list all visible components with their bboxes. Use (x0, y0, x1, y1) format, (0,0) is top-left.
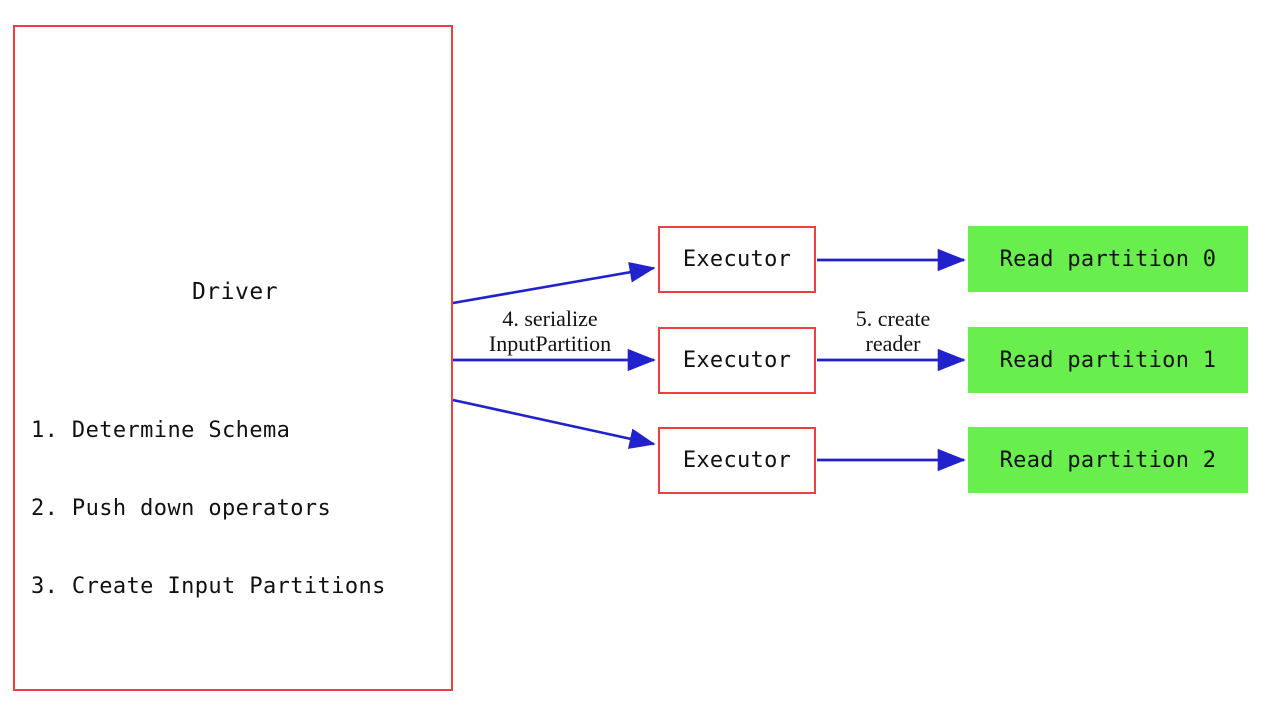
driver-step-2: 2. Push down operators (31, 496, 332, 521)
arrow-driver-to-executor-0 (452, 261, 656, 305)
label-create-reader: 5. create reader (828, 306, 958, 356)
label-create-reader-line-2: reader (865, 331, 921, 356)
read-partition-label-0: Read partition 0 (999, 246, 1217, 272)
label-serialize-line-2: InputPartition (488, 331, 612, 356)
executor-label-2: Executor (682, 448, 792, 473)
executor-box-2: Executor (658, 427, 816, 494)
driver-step-3: 3. Create Input Partitions (31, 574, 386, 599)
executor-label-0: Executor (682, 247, 792, 272)
read-partition-box-2: Read partition 2 (968, 427, 1248, 493)
executor-box-1: Executor (658, 327, 816, 394)
read-partition-label-2: Read partition 2 (999, 447, 1217, 473)
driver-box: Driver 1. Determine Schema 2. Push down … (13, 25, 453, 691)
read-partition-box-0: Read partition 0 (968, 226, 1248, 292)
executor-box-0: Executor (658, 226, 816, 293)
label-serialize-line-1: 4. serialize (502, 306, 598, 331)
label-serialize-input-partition: 4. serialize InputPartition (460, 306, 640, 356)
arrow-driver-to-executor-2 (452, 398, 656, 449)
driver-title: Driver (191, 279, 279, 305)
label-create-reader-line-1: 5. create (855, 306, 931, 331)
driver-steps-list: 1. Determine Schema 2. Push down operato… (31, 366, 386, 652)
read-partition-label-1: Read partition 1 (999, 347, 1217, 373)
executor-label-1: Executor (682, 348, 792, 373)
driver-step-1: 1. Determine Schema (31, 418, 291, 443)
read-partition-box-1: Read partition 1 (968, 327, 1248, 393)
